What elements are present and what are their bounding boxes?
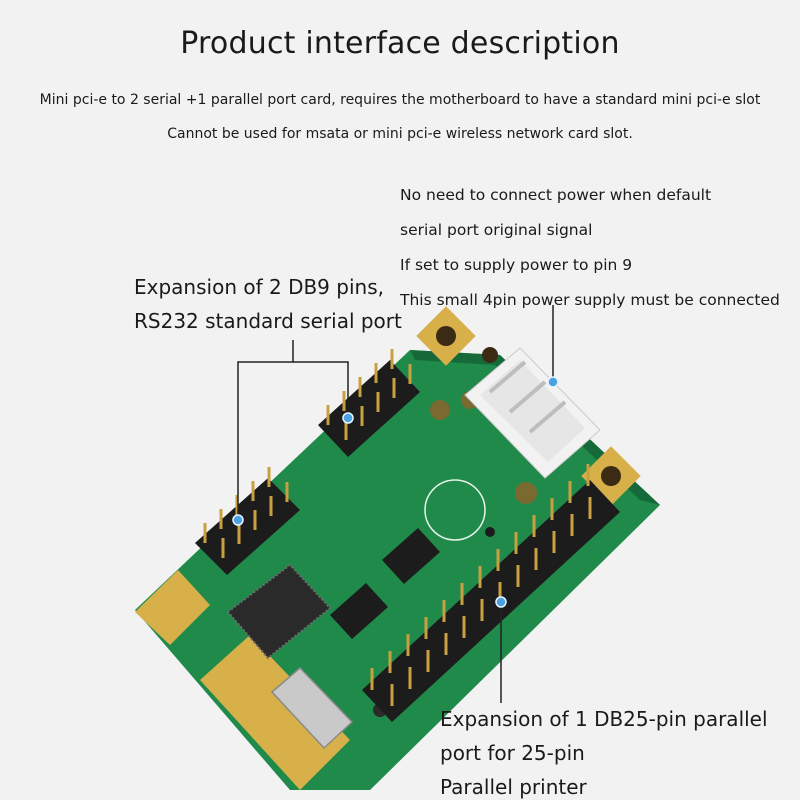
parallel-line-3: Parallel printer	[440, 775, 587, 799]
serial-header-upper	[318, 349, 420, 457]
page-title: Product interface description	[180, 26, 620, 61]
power-line-3: If set to supply power to pin 9	[400, 256, 633, 274]
serial-annotation: Expansion of 2 DB9 pins, RS232 standard …	[134, 270, 402, 338]
parallel-line-1: Expansion of 1 DB25-pin parallel	[440, 707, 768, 731]
serial-line-1: Expansion of 2 DB9 pins,	[134, 275, 384, 299]
jumper-headers	[330, 528, 440, 639]
power-connector	[464, 347, 601, 479]
parallel-annotation: Expansion of 1 DB25-pin parallel port fo…	[440, 702, 768, 800]
callout-lines	[237, 305, 554, 703]
subtitle-warning: Cannot be used for msata or mini pci-e w…	[167, 126, 633, 142]
serial-header-lower	[195, 467, 300, 575]
controller-chip	[226, 563, 332, 660]
crystal-oscillator	[270, 666, 354, 750]
power-line-4: This small 4pin power supply must be con…	[400, 291, 780, 309]
parallel-header	[362, 464, 620, 722]
subtitle-compatibility: Mini pci-e to 2 serial +1 parallel port …	[39, 92, 761, 108]
power-line-1: No need to connect power when default	[400, 186, 712, 204]
serial-line-2: RS232 standard serial port	[134, 309, 402, 333]
power-line-2: serial port original signal	[400, 221, 593, 239]
power-annotation: No need to connect power when default se…	[400, 178, 780, 318]
parallel-line-2: port for 25-pin	[440, 741, 585, 765]
callout-dot	[232, 376, 559, 608]
